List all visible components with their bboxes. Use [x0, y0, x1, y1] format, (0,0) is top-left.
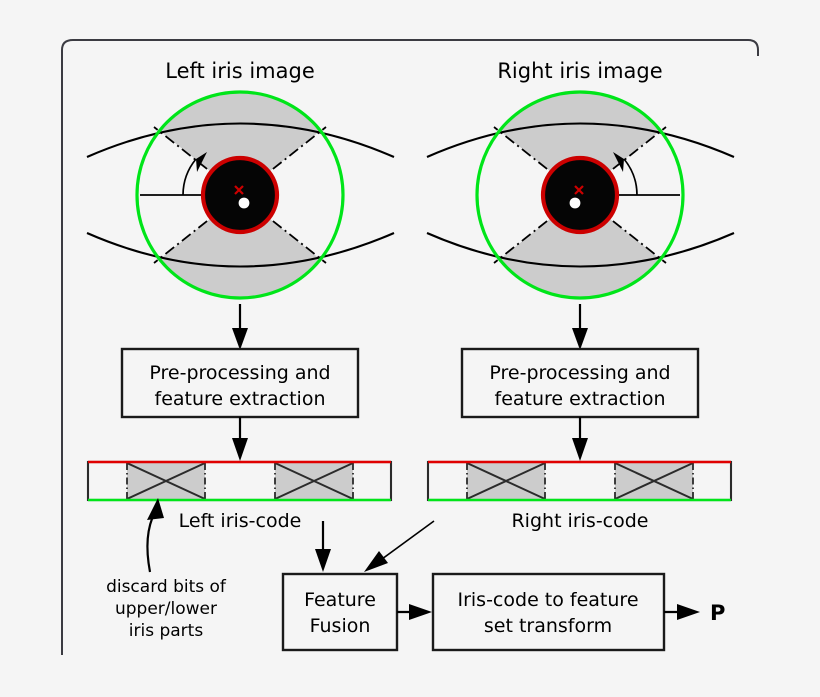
feature-fusion-box[interactable] — [281, 572, 399, 652]
left-angle-arrowhead — [196, 152, 207, 172]
left-preprocess-line1: Pre-processing and — [149, 362, 330, 384]
left-preprocess-box-group[interactable]: Pre-processing and feature extraction — [120, 347, 360, 419]
figure-frame — [61, 39, 759, 655]
left-upper-sector — [140, 115, 340, 195]
transform-box-group[interactable]: Iris-code to feature set transform — [431, 572, 666, 652]
left-preprocess-line2: feature extraction — [155, 388, 326, 410]
right-iris-code-group[interactable]: Right iris-code — [426, 460, 733, 532]
discard-callout-arrowhead — [147, 498, 164, 520]
transform-output-group: P — [664, 601, 725, 625]
right-upper-eyelid — [426, 122, 735, 158]
left-lower-eyelid — [86, 232, 395, 268]
right-sector-ray-ll — [493, 194, 581, 264]
right-angle-arc — [623, 158, 638, 196]
left-sector-ray-ur — [239, 126, 327, 196]
left-eye-title: Left iris image — [165, 59, 315, 83]
right-sector-ray-lr — [579, 194, 667, 264]
left-angle-arc — [182, 158, 197, 196]
left-lower-sector — [140, 195, 340, 275]
feature-fusion-box-group[interactable]: Feature Fusion — [281, 572, 399, 652]
right-angle-arrowhead — [613, 152, 624, 172]
left-pupil — [200, 155, 280, 235]
left-pupil-highlight-dot — [238, 197, 250, 209]
right-limbus-circle — [475, 90, 685, 300]
right-iris-code-label: Right iris-code — [511, 510, 648, 532]
feature-fusion-line1: Feature — [304, 589, 376, 611]
left-upper-eyelid — [86, 122, 395, 158]
transform-output-arrowhead — [677, 604, 700, 620]
feature-fusion-line2: Fusion — [310, 615, 371, 637]
right-box-to-code-arrowhead — [572, 438, 588, 461]
eye-to-preprocess-arrows — [232, 304, 588, 350]
right-preprocess-line2: feature extraction — [495, 388, 666, 410]
right-preprocess-box-group[interactable]: Pre-processing and feature extraction — [460, 347, 700, 419]
left-pupil-center-cross-icon — [234, 185, 244, 195]
left-code-x-mark-1 — [126, 462, 206, 500]
transform-line2: set transform — [484, 615, 612, 637]
left-preprocess-box[interactable] — [120, 347, 360, 419]
left-sector-ray-lr — [239, 194, 327, 264]
left-code-to-fusion-arrowhead — [315, 549, 331, 572]
right-code-x-mark-1 — [466, 462, 546, 500]
left-code-x-mark-2 — [274, 462, 354, 500]
left-sector-ray-ul — [153, 126, 241, 196]
left-sector-ray-ll — [153, 194, 241, 264]
right-code-to-fusion-arrowhead — [364, 551, 388, 572]
discard-note-line1: discard bits of — [106, 577, 227, 597]
discard-note-line2: upper/lower — [115, 599, 217, 619]
right-eye-to-box-arrowhead — [572, 328, 588, 350]
left-limbus-circle — [135, 90, 345, 300]
right-code-x-mark-2 — [614, 462, 694, 500]
right-eye-title: Right iris image — [497, 59, 662, 83]
right-lower-eyelid — [426, 232, 735, 268]
left-iris-code-group[interactable]: Left iris-code — [86, 460, 393, 532]
discard-note-line3: iris parts — [129, 621, 204, 641]
right-preprocess-line1: Pre-processing and — [489, 362, 670, 384]
right-sector-ray-ur — [579, 126, 667, 196]
transform-line1: Iris-code to feature — [457, 589, 638, 611]
right-sector-ray-ul — [493, 126, 581, 196]
right-preprocess-box[interactable] — [460, 347, 700, 419]
left-iris-code-label: Left iris-code — [179, 510, 302, 532]
left-box-to-code-arrowhead — [232, 438, 248, 461]
fusion-to-transform-arrowhead — [409, 604, 432, 620]
transform-box[interactable] — [431, 572, 666, 652]
left-eye-to-box-arrowhead — [232, 328, 248, 350]
preprocess-to-code-arrows — [232, 417, 588, 461]
output-label-p: P — [710, 601, 725, 625]
right-upper-sector — [480, 115, 680, 195]
discard-bits-annotation: discard bits of upper/lower iris parts — [106, 498, 227, 641]
right-pupil-center-cross-icon — [574, 185, 584, 195]
fusion-to-transform-arrow — [397, 604, 432, 620]
right-pupil — [540, 155, 620, 235]
code-to-fusion-arrows — [315, 520, 435, 572]
right-code-to-fusion-shaft — [377, 520, 435, 563]
right-lower-sector — [480, 195, 680, 275]
right-pupil-highlight-dot — [569, 197, 581, 209]
